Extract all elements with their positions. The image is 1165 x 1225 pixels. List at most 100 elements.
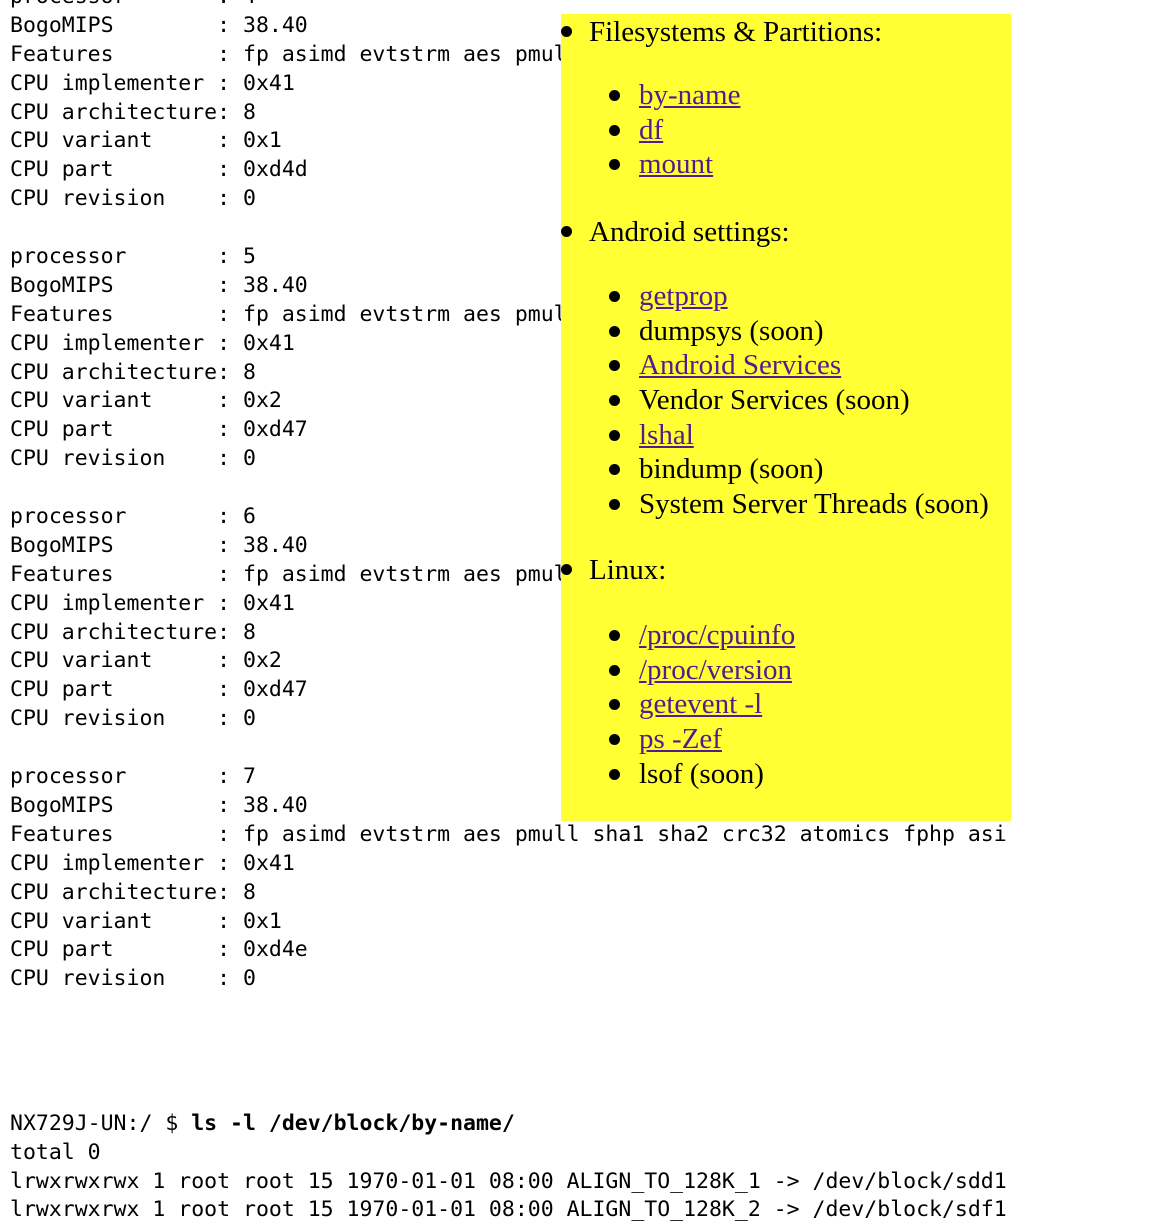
- bullet-icon: [609, 630, 620, 641]
- terminal-line: CPU revision : 0: [10, 706, 256, 732]
- nav-link[interactable]: getevent -l: [639, 688, 763, 721]
- terminal-line: [10, 994, 1007, 1023]
- terminal-line: CPU variant : 0x1: [10, 128, 282, 154]
- nav-link[interactable]: lshal: [639, 418, 694, 451]
- nav-item[interactable]: Android Services: [561, 348, 1011, 383]
- nav-section-heading: Filesystems & Partitions:: [561, 14, 1011, 50]
- terminal-line: CPU revision : 0: [10, 446, 256, 472]
- terminal-line: BogoMIPS : 38.40: [10, 12, 308, 38]
- nav-link[interactable]: df: [639, 113, 664, 146]
- bullet-icon: [609, 664, 620, 676]
- nav-link[interactable]: /proc/cpuinfo: [639, 619, 796, 651]
- terminal-line: [10, 1023, 1007, 1052]
- nav-link[interactable]: mount: [639, 148, 714, 181]
- terminal-line: CPU implementer : 0x41: [10, 850, 295, 876]
- terminal-line: [10, 1052, 1007, 1081]
- terminal-line: CPU architecture: 8: [10, 359, 256, 385]
- command-output-line: total 0: [10, 1139, 101, 1165]
- nav-item-label: System Server Threads (soon): [639, 488, 989, 521]
- nav-link[interactable]: by-name: [639, 79, 741, 111]
- terminal-line: CPU architecture: 8: [10, 619, 256, 645]
- nav-link[interactable]: /proc/version: [639, 653, 793, 686]
- nav-link[interactable]: ps -Zef: [639, 723, 722, 756]
- bullet-icon: [609, 768, 620, 780]
- shell-command: ls -l /dev/block/by-name/: [191, 1110, 515, 1136]
- command-output-line: lrwxrwxrwx 1 root root 15 1970-01-01 08:…: [10, 1168, 1007, 1194]
- nav-item[interactable]: getprop: [561, 279, 1011, 314]
- nav-item: lsof (soon): [561, 757, 1011, 792]
- bullet-icon: [609, 499, 620, 511]
- terminal-line: CPU implementer : 0x41: [10, 590, 295, 616]
- bullet-icon: [609, 734, 620, 746]
- nav-section-title: Filesystems & Partitions:: [589, 16, 883, 48]
- nav-item-label: bindump (soon): [639, 453, 824, 486]
- nav-item[interactable]: /proc/version: [561, 653, 1011, 688]
- terminal-line: CPU revision : 0: [10, 186, 256, 212]
- terminal-line: CPU implementer : 0x41: [10, 330, 295, 356]
- terminal-line: processor : 6: [10, 504, 256, 530]
- nav-section-heading: Linux:: [561, 552, 1011, 588]
- nav-item[interactable]: mount: [561, 147, 1011, 182]
- bullet-icon: [609, 699, 620, 711]
- terminal-line: CPU revision : 0: [10, 966, 256, 992]
- nav-section-title: Android settings:: [589, 216, 790, 248]
- terminal-line: CPU variant : 0x2: [10, 388, 282, 414]
- nav-item: Vendor Services (soon): [561, 383, 1011, 418]
- terminal-line: Features : fp asimd evtstrm aes pmull sh…: [10, 821, 1007, 847]
- command-output-line: lrwxrwxrwx 1 root root 15 1970-01-01 08:…: [10, 1197, 1007, 1223]
- bullet-icon: [609, 464, 620, 476]
- bullet-icon: [561, 226, 572, 237]
- terminal-line: processor : 7: [10, 764, 256, 790]
- terminal-line: BogoMIPS : 38.40: [10, 792, 308, 818]
- bullet-icon: [609, 124, 620, 136]
- bullet-icon: [609, 395, 620, 407]
- terminal-line: [10, 1081, 1007, 1110]
- bullet-icon: [609, 90, 620, 101]
- terminal-line: CPU part : 0xd4d: [10, 157, 308, 183]
- terminal-line: processor : 5: [10, 244, 256, 270]
- terminal-line: CPU architecture: 8: [10, 879, 256, 905]
- bullet-icon: [561, 26, 572, 37]
- nav-item-label: dumpsys (soon): [639, 314, 824, 347]
- nav-item[interactable]: getevent -l: [561, 687, 1011, 722]
- terminal-line: CPU part : 0xd47: [10, 677, 308, 703]
- terminal-line: processor : 4: [10, 0, 1007, 12]
- command-prompt-line: NX729J-UN:/ $ ls -l /dev/block/by-name/: [10, 1110, 1007, 1139]
- bullet-icon: [609, 325, 620, 337]
- bullet-icon: [609, 159, 620, 171]
- nav-section-title: Linux:: [589, 554, 667, 586]
- bullet-icon: [609, 360, 620, 372]
- terminal-line: CPU implementer : 0x41: [10, 70, 295, 96]
- terminal-line: BogoMIPS : 38.40: [10, 272, 308, 298]
- terminal-line: CPU architecture: 8: [10, 99, 256, 125]
- nav-item: bindump (soon): [561, 452, 1011, 487]
- nav-item: dumpsys (soon): [561, 314, 1011, 349]
- terminal-line: CPU variant : 0x1: [10, 908, 282, 934]
- nav-item[interactable]: df: [561, 113, 1011, 148]
- nav-link[interactable]: Android Services: [639, 349, 842, 382]
- nav-item: System Server Threads (soon): [561, 487, 1011, 522]
- nav-item[interactable]: lshal: [561, 418, 1011, 453]
- nav-section-heading: Android settings:: [561, 214, 1011, 250]
- bullet-icon: [609, 291, 620, 302]
- shell-prompt: NX729J-UN:/ $: [10, 1110, 192, 1136]
- terminal-line: CPU part : 0xd4e: [10, 937, 308, 963]
- nav-item-label: lsof (soon): [639, 757, 764, 790]
- bullet-icon: [609, 429, 620, 441]
- terminal-line: BogoMIPS : 38.40: [10, 532, 308, 558]
- bullet-icon: [561, 564, 572, 575]
- terminal-line: CPU variant : 0x2: [10, 648, 282, 674]
- terminal-line: CPU part : 0xd47: [10, 417, 308, 443]
- nav-item[interactable]: by-name: [561, 78, 1011, 113]
- nav-item[interactable]: ps -Zef: [561, 722, 1011, 757]
- nav-item-label: Vendor Services (soon): [639, 384, 910, 417]
- nav-item[interactable]: /proc/cpuinfo: [561, 618, 1011, 653]
- nav-link[interactable]: getprop: [639, 280, 728, 312]
